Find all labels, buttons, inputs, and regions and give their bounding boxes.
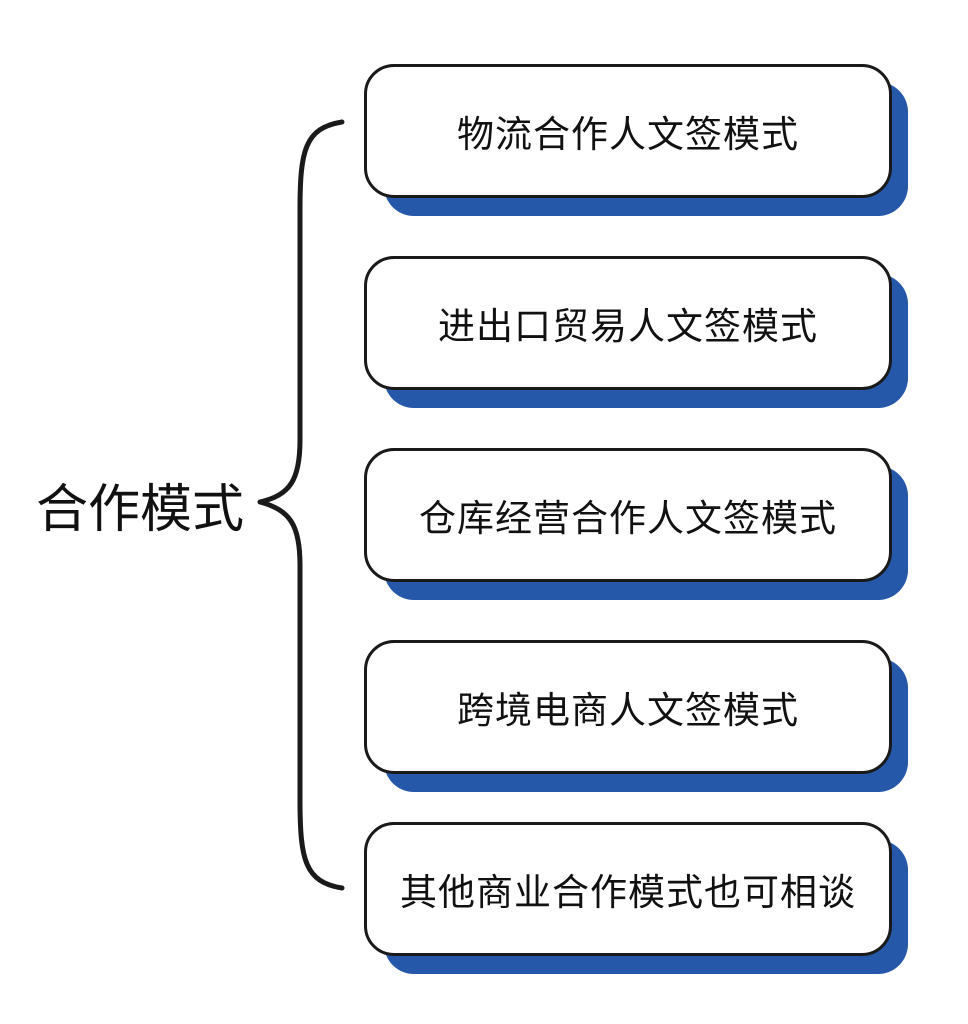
option-label: 物流合作人文签模式	[457, 113, 799, 156]
option-node-5: 其他商业合作模式也可相谈	[364, 822, 908, 974]
option-card: 物流合作人文签模式	[364, 64, 892, 198]
curly-brace-connector	[257, 119, 345, 891]
option-card: 进出口贸易人文签模式	[364, 256, 892, 390]
option-label: 其他商业合作模式也可相谈	[400, 871, 856, 914]
option-node-4: 跨境电商人文签模式	[364, 640, 908, 792]
option-card: 仓库经营合作人文签模式	[364, 448, 892, 582]
root-node-label: 合作模式	[36, 480, 245, 540]
option-label: 跨境电商人文签模式	[457, 689, 799, 732]
option-node-1: 物流合作人文签模式	[364, 64, 908, 216]
option-label: 进出口贸易人文签模式	[438, 305, 818, 348]
option-card: 跨境电商人文签模式	[364, 640, 892, 774]
option-card: 其他商业合作模式也可相谈	[364, 822, 892, 956]
option-node-3: 仓库经营合作人文签模式	[364, 448, 908, 600]
option-node-2: 进出口贸易人文签模式	[364, 256, 908, 408]
option-label: 仓库经营合作人文签模式	[419, 497, 837, 540]
